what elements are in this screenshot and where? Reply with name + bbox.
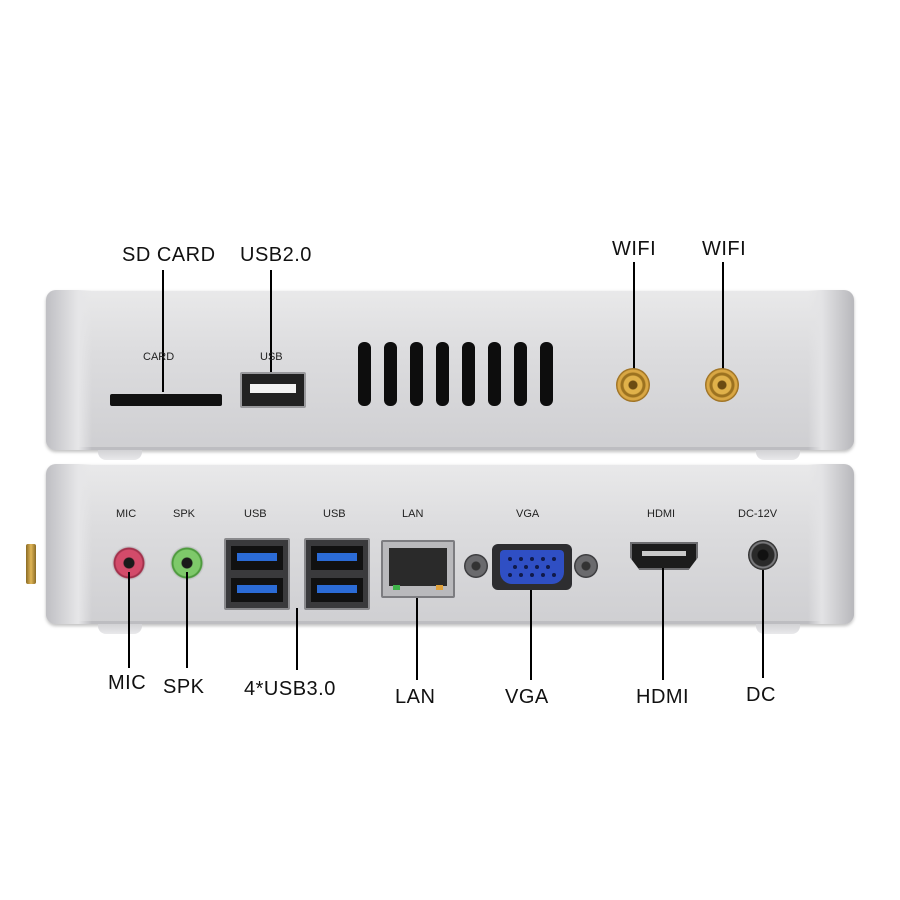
lan-port-socket — [389, 548, 447, 586]
callout-spk: SPK — [163, 676, 205, 698]
usb3-port — [231, 578, 283, 602]
vga-pin — [530, 557, 534, 561]
lan-led-amber — [436, 585, 443, 590]
vga-connector-body — [492, 544, 572, 590]
leader-hdmi — [662, 568, 664, 680]
vga-pin — [546, 565, 550, 569]
hdmi-port — [630, 542, 698, 570]
printed-label-hdmi: HDMI — [647, 508, 676, 520]
printed-label-card: CARD — [143, 351, 175, 363]
vent-slot-1 — [358, 342, 371, 406]
leader-mic — [128, 572, 130, 668]
leader-dc — [762, 570, 764, 678]
sd-card-slot — [110, 394, 222, 406]
callout-wifi-2: WIFI — [702, 238, 747, 260]
callout-usb2: USB2.0 — [240, 244, 312, 266]
lan-led-green — [393, 585, 400, 590]
leader-usb3 — [296, 608, 298, 670]
bottom-unit-foot-right — [756, 624, 800, 634]
top-unit-foot-left — [98, 450, 142, 460]
vga-connector-face — [500, 550, 564, 584]
bottom-unit-foot-left — [98, 624, 142, 634]
vga-pin — [552, 557, 556, 561]
leader-vga — [530, 590, 532, 680]
printed-label-usb-top: USB — [260, 351, 283, 363]
dc-power-jack — [748, 540, 778, 570]
vga-pin — [508, 557, 512, 561]
callout-hdmi: HDMI — [636, 686, 690, 708]
callout-mic: MIC — [108, 672, 147, 694]
leader-wifi-2 — [722, 262, 724, 384]
usb2-port-tongue — [250, 384, 296, 393]
printed-label-usb-2: USB — [323, 508, 346, 520]
top-unit-foot-right — [756, 450, 800, 460]
usb2-port — [240, 372, 306, 408]
printed-label-spk: SPK — [173, 508, 196, 520]
vent-slot-5 — [462, 342, 475, 406]
vent-slot-8 — [540, 342, 553, 406]
leader-usb2 — [270, 270, 272, 374]
printed-label-dc: DC-12V — [738, 508, 778, 520]
leader-spk — [186, 572, 188, 668]
printed-label-vga: VGA — [516, 508, 540, 520]
vga-pin — [519, 557, 523, 561]
vent-slot-7 — [514, 342, 527, 406]
callout-usb3: 4*USB3.0 — [244, 678, 336, 700]
callout-dc: DC — [746, 684, 776, 706]
vent-slot-4 — [436, 342, 449, 406]
vga-pin — [541, 557, 545, 561]
vga-pin — [513, 565, 517, 569]
leader-wifi-1 — [633, 262, 635, 384]
printed-label-mic: MIC — [116, 508, 137, 520]
vga-screw-left — [464, 554, 488, 578]
vent-slot-3 — [410, 342, 423, 406]
callout-lan: LAN — [395, 686, 436, 708]
side-antenna-connector — [26, 544, 36, 584]
vent-slot-2 — [384, 342, 397, 406]
vga-pin — [530, 573, 534, 577]
vga-pin — [524, 565, 528, 569]
usb3-port — [231, 546, 283, 570]
printed-label-lan: LAN — [402, 508, 424, 520]
vga-pin — [519, 573, 523, 577]
usb3-port — [311, 578, 363, 602]
wifi-antenna-connector-2 — [705, 368, 739, 402]
vga-pin — [535, 565, 539, 569]
vga-pin — [541, 573, 545, 577]
leader-lan — [416, 598, 418, 680]
lan-port — [381, 540, 455, 598]
hdmi-port-tongue — [642, 551, 686, 556]
vga-port — [464, 544, 598, 590]
printed-label-usb-1: USB — [244, 508, 267, 520]
callout-vga: VGA — [505, 686, 549, 708]
vga-screw-right — [574, 554, 598, 578]
usb3-port-stack-1 — [224, 538, 290, 610]
usb3-port — [311, 546, 363, 570]
wifi-antenna-connector-1 — [616, 368, 650, 402]
callout-wifi-1: WIFI — [612, 238, 657, 260]
usb3-port-stack-2 — [304, 538, 370, 610]
vga-pin — [552, 573, 556, 577]
leader-sd-card — [162, 270, 164, 392]
top-unit-body — [46, 290, 854, 450]
callout-sd-card: SD CARD — [122, 244, 216, 266]
vga-pin — [508, 573, 512, 577]
vent-slot-6 — [488, 342, 501, 406]
